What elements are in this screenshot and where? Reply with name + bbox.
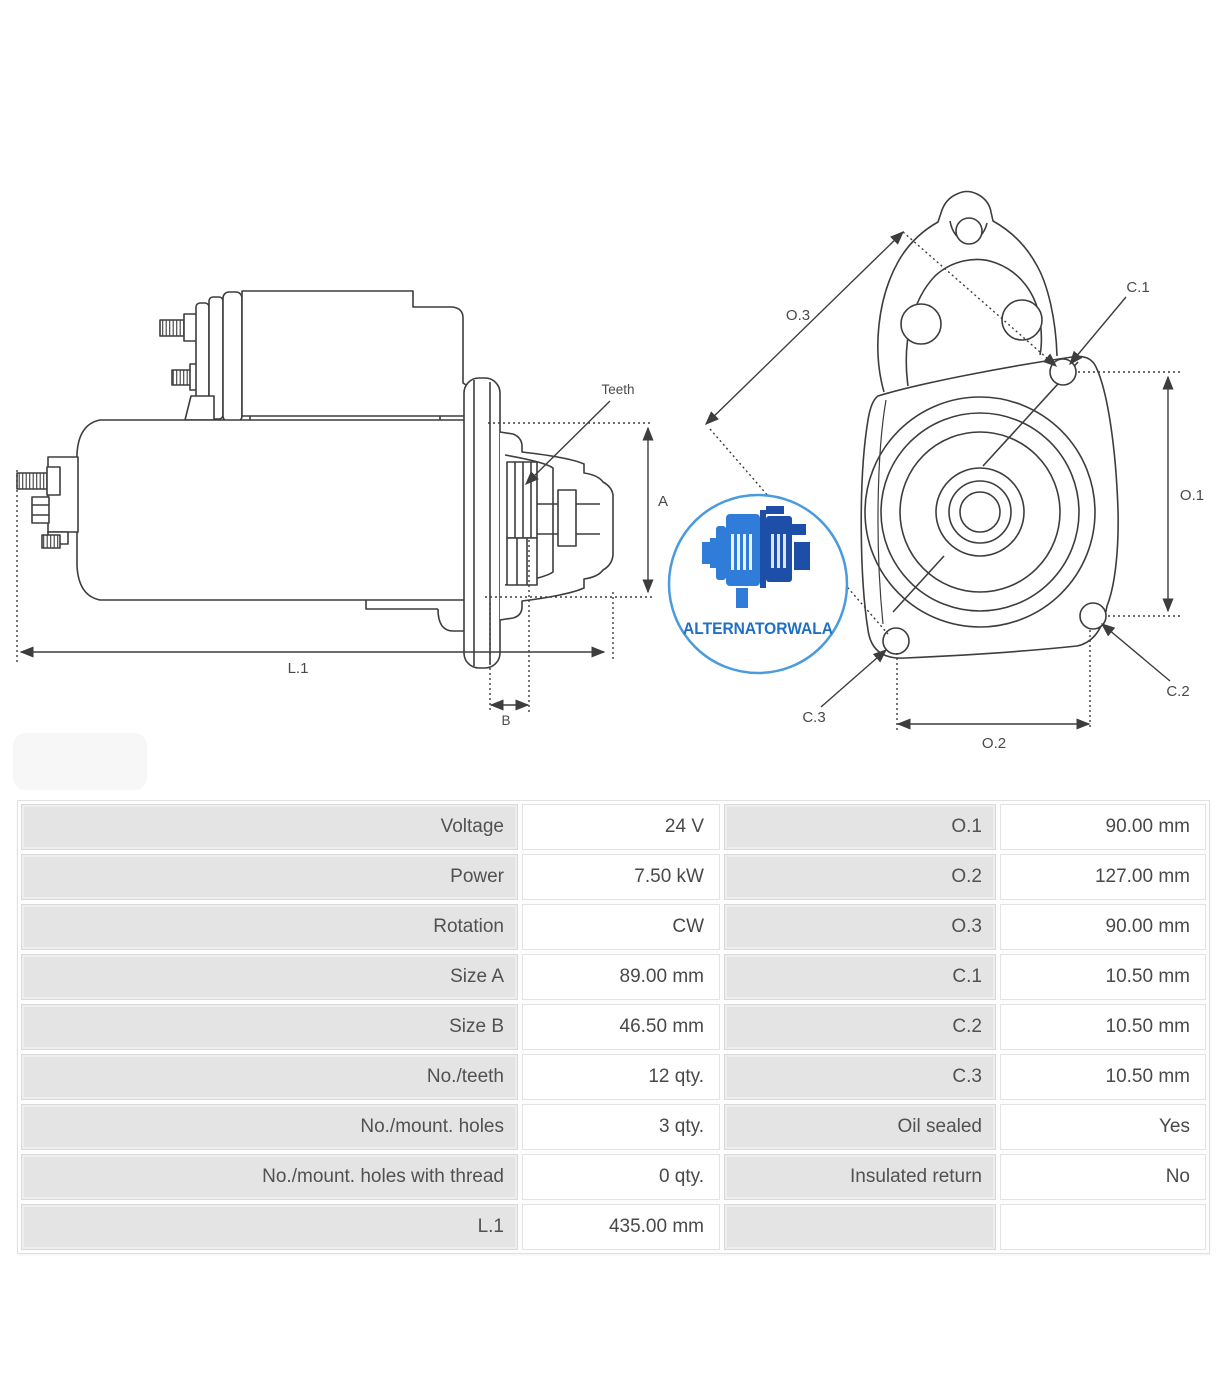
table-row: Size B 46.50 mm C.2 10.50 mm (21, 1004, 1206, 1050)
spec-label: Oil sealed (724, 1104, 996, 1150)
spec-label: Voltage (21, 804, 518, 850)
o2-label: O.2 (982, 735, 1006, 752)
rear-small-stud-icon (41, 534, 61, 549)
spec-value: 89.00 mm (522, 954, 720, 1000)
l1-label: L.1 (288, 660, 309, 677)
spec-label: C.1 (724, 954, 996, 1000)
c2-label: C.2 (1166, 683, 1189, 700)
alternatorwala-logo: ALTERNATORWALA (667, 493, 849, 675)
o1-label: O.1 (1180, 487, 1204, 504)
starter-motor-diagram: Teeth A L.1 B (16, 190, 1204, 752)
side-view-dimensions (16, 400, 654, 712)
table-row: Size A 89.00 mm C.1 10.50 mm (21, 954, 1206, 1000)
table-row: No./teeth 12 qty. C.3 10.50 mm (21, 1054, 1206, 1100)
o3-label: O.3 (786, 307, 810, 324)
spec-label: O.2 (724, 854, 996, 900)
drive-flange-disc (463, 377, 501, 669)
spec-value: 46.50 mm (522, 1004, 720, 1050)
spec-label: Power (21, 854, 518, 900)
teeth-label: Teeth (601, 382, 634, 397)
table-row: Rotation CW O.3 90.00 mm (21, 904, 1206, 950)
spec-value: 10.50 mm (1000, 1004, 1206, 1050)
spec-label: Size A (21, 954, 518, 1000)
spec-value: 127.00 mm (1000, 854, 1206, 900)
spec-label: Rotation (21, 904, 518, 950)
side-view-drawing (16, 290, 614, 669)
spec-label (724, 1204, 996, 1250)
front-view-dimensions (704, 231, 1180, 730)
solenoid-terminal-stud-icon (159, 319, 186, 337)
rear-stud-icon (16, 472, 48, 490)
spec-value: 90.00 mm (1000, 904, 1206, 950)
spec-value: 0 qty. (522, 1154, 720, 1200)
spec-value (1000, 1204, 1206, 1250)
size-a-label: A (658, 493, 668, 510)
spec-value: 24 V (522, 804, 720, 850)
bell-hole (955, 217, 983, 245)
spec-label: Insulated return (724, 1154, 996, 1200)
solenoid-body (241, 290, 475, 417)
table-row: Voltage 24 V O.1 90.00 mm (21, 804, 1206, 850)
alternator-icon (702, 506, 810, 608)
table-row: No./mount. holes 3 qty. Oil sealed Yes (21, 1104, 1206, 1150)
table-row: L.1 435.00 mm (21, 1204, 1206, 1250)
mount-hole-c3 (882, 627, 910, 655)
spec-value: 3 qty. (522, 1104, 720, 1150)
spec-label: C.3 (724, 1054, 996, 1100)
table-row: No./mount. holes with thread 0 qty. Insu… (21, 1154, 1206, 1200)
spec-label: L.1 (21, 1204, 518, 1250)
spec-value: 7.50 kW (522, 854, 720, 900)
hub-circle (935, 467, 1025, 557)
spec-label: No./teeth (21, 1054, 518, 1100)
spec-value: 10.50 mm (1000, 954, 1206, 1000)
c1-label: C.1 (1126, 279, 1149, 296)
spec-label: Size B (21, 1004, 518, 1050)
faded-watermark (13, 733, 147, 790)
spec-label: C.2 (724, 1004, 996, 1050)
motor-body (76, 419, 469, 601)
spec-value: CW (522, 904, 720, 950)
pinion-gear (506, 461, 538, 539)
spec-value: 435.00 mm (522, 1204, 720, 1250)
spec-value: Yes (1000, 1104, 1206, 1150)
front-view-drawing (860, 190, 1119, 659)
spec-value: 90.00 mm (1000, 804, 1206, 850)
spec-label: No./mount. holes (21, 1104, 518, 1150)
logo-brand-text: ALTERNATORWALA (683, 619, 833, 638)
mount-hole-c2 (1079, 602, 1107, 630)
spec-label: O.1 (724, 804, 996, 850)
table-row: Power 7.50 kW O.2 127.00 mm (21, 854, 1206, 900)
spec-value: No (1000, 1154, 1206, 1200)
c3-label: C.3 (802, 709, 825, 726)
spec-label: O.3 (724, 904, 996, 950)
spec-value: 10.50 mm (1000, 1054, 1206, 1100)
spec-table: Voltage 24 V O.1 90.00 mm Power 7.50 kW … (17, 800, 1210, 1254)
flange-outer-circle (864, 396, 1096, 628)
mount-hole-c1 (1049, 358, 1077, 386)
spec-value: 12 qty. (522, 1054, 720, 1100)
solenoid-terminal-stud-icon (171, 369, 192, 386)
spec-label: No./mount. holes with thread (21, 1154, 518, 1200)
size-b-label: B (501, 713, 510, 728)
